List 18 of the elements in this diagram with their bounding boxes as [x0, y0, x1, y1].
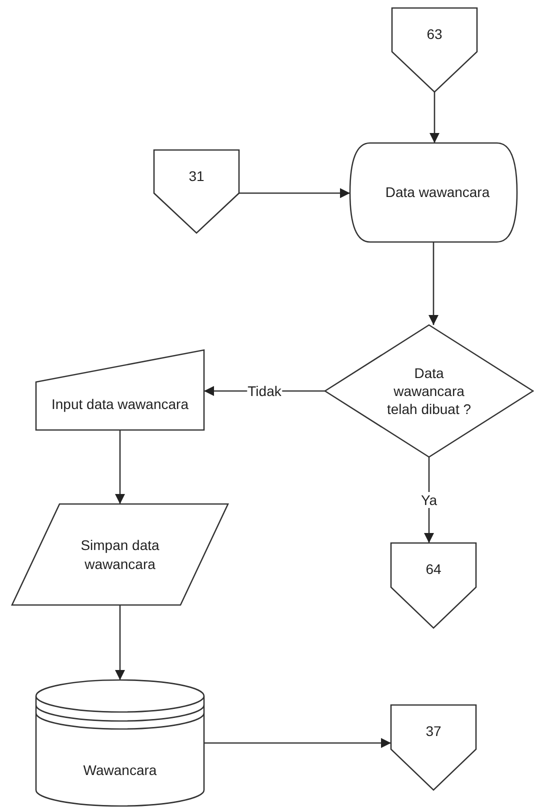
arrow	[239, 188, 350, 198]
node-text: 31	[188, 166, 204, 186]
arrow	[204, 738, 391, 748]
node-text: Simpan data wawancara	[80, 536, 160, 573]
node-text: Data wawancara telah dibuat ?	[386, 364, 472, 418]
arrow	[430, 92, 440, 143]
node-text: Input data wawancara	[52, 394, 188, 414]
node-text: Data wawancara	[385, 183, 490, 202]
arrow	[115, 605, 125, 680]
arrow	[424, 457, 434, 543]
arrow	[428, 242, 438, 325]
node-text: 63	[426, 24, 442, 44]
edge-label: Ya	[420, 492, 438, 508]
node-text: Wawancara	[83, 760, 157, 780]
arrow	[115, 430, 125, 504]
node-text: 37	[426, 722, 442, 740]
edge-label: Tidak	[246, 383, 282, 399]
node-text: 64	[426, 560, 442, 578]
